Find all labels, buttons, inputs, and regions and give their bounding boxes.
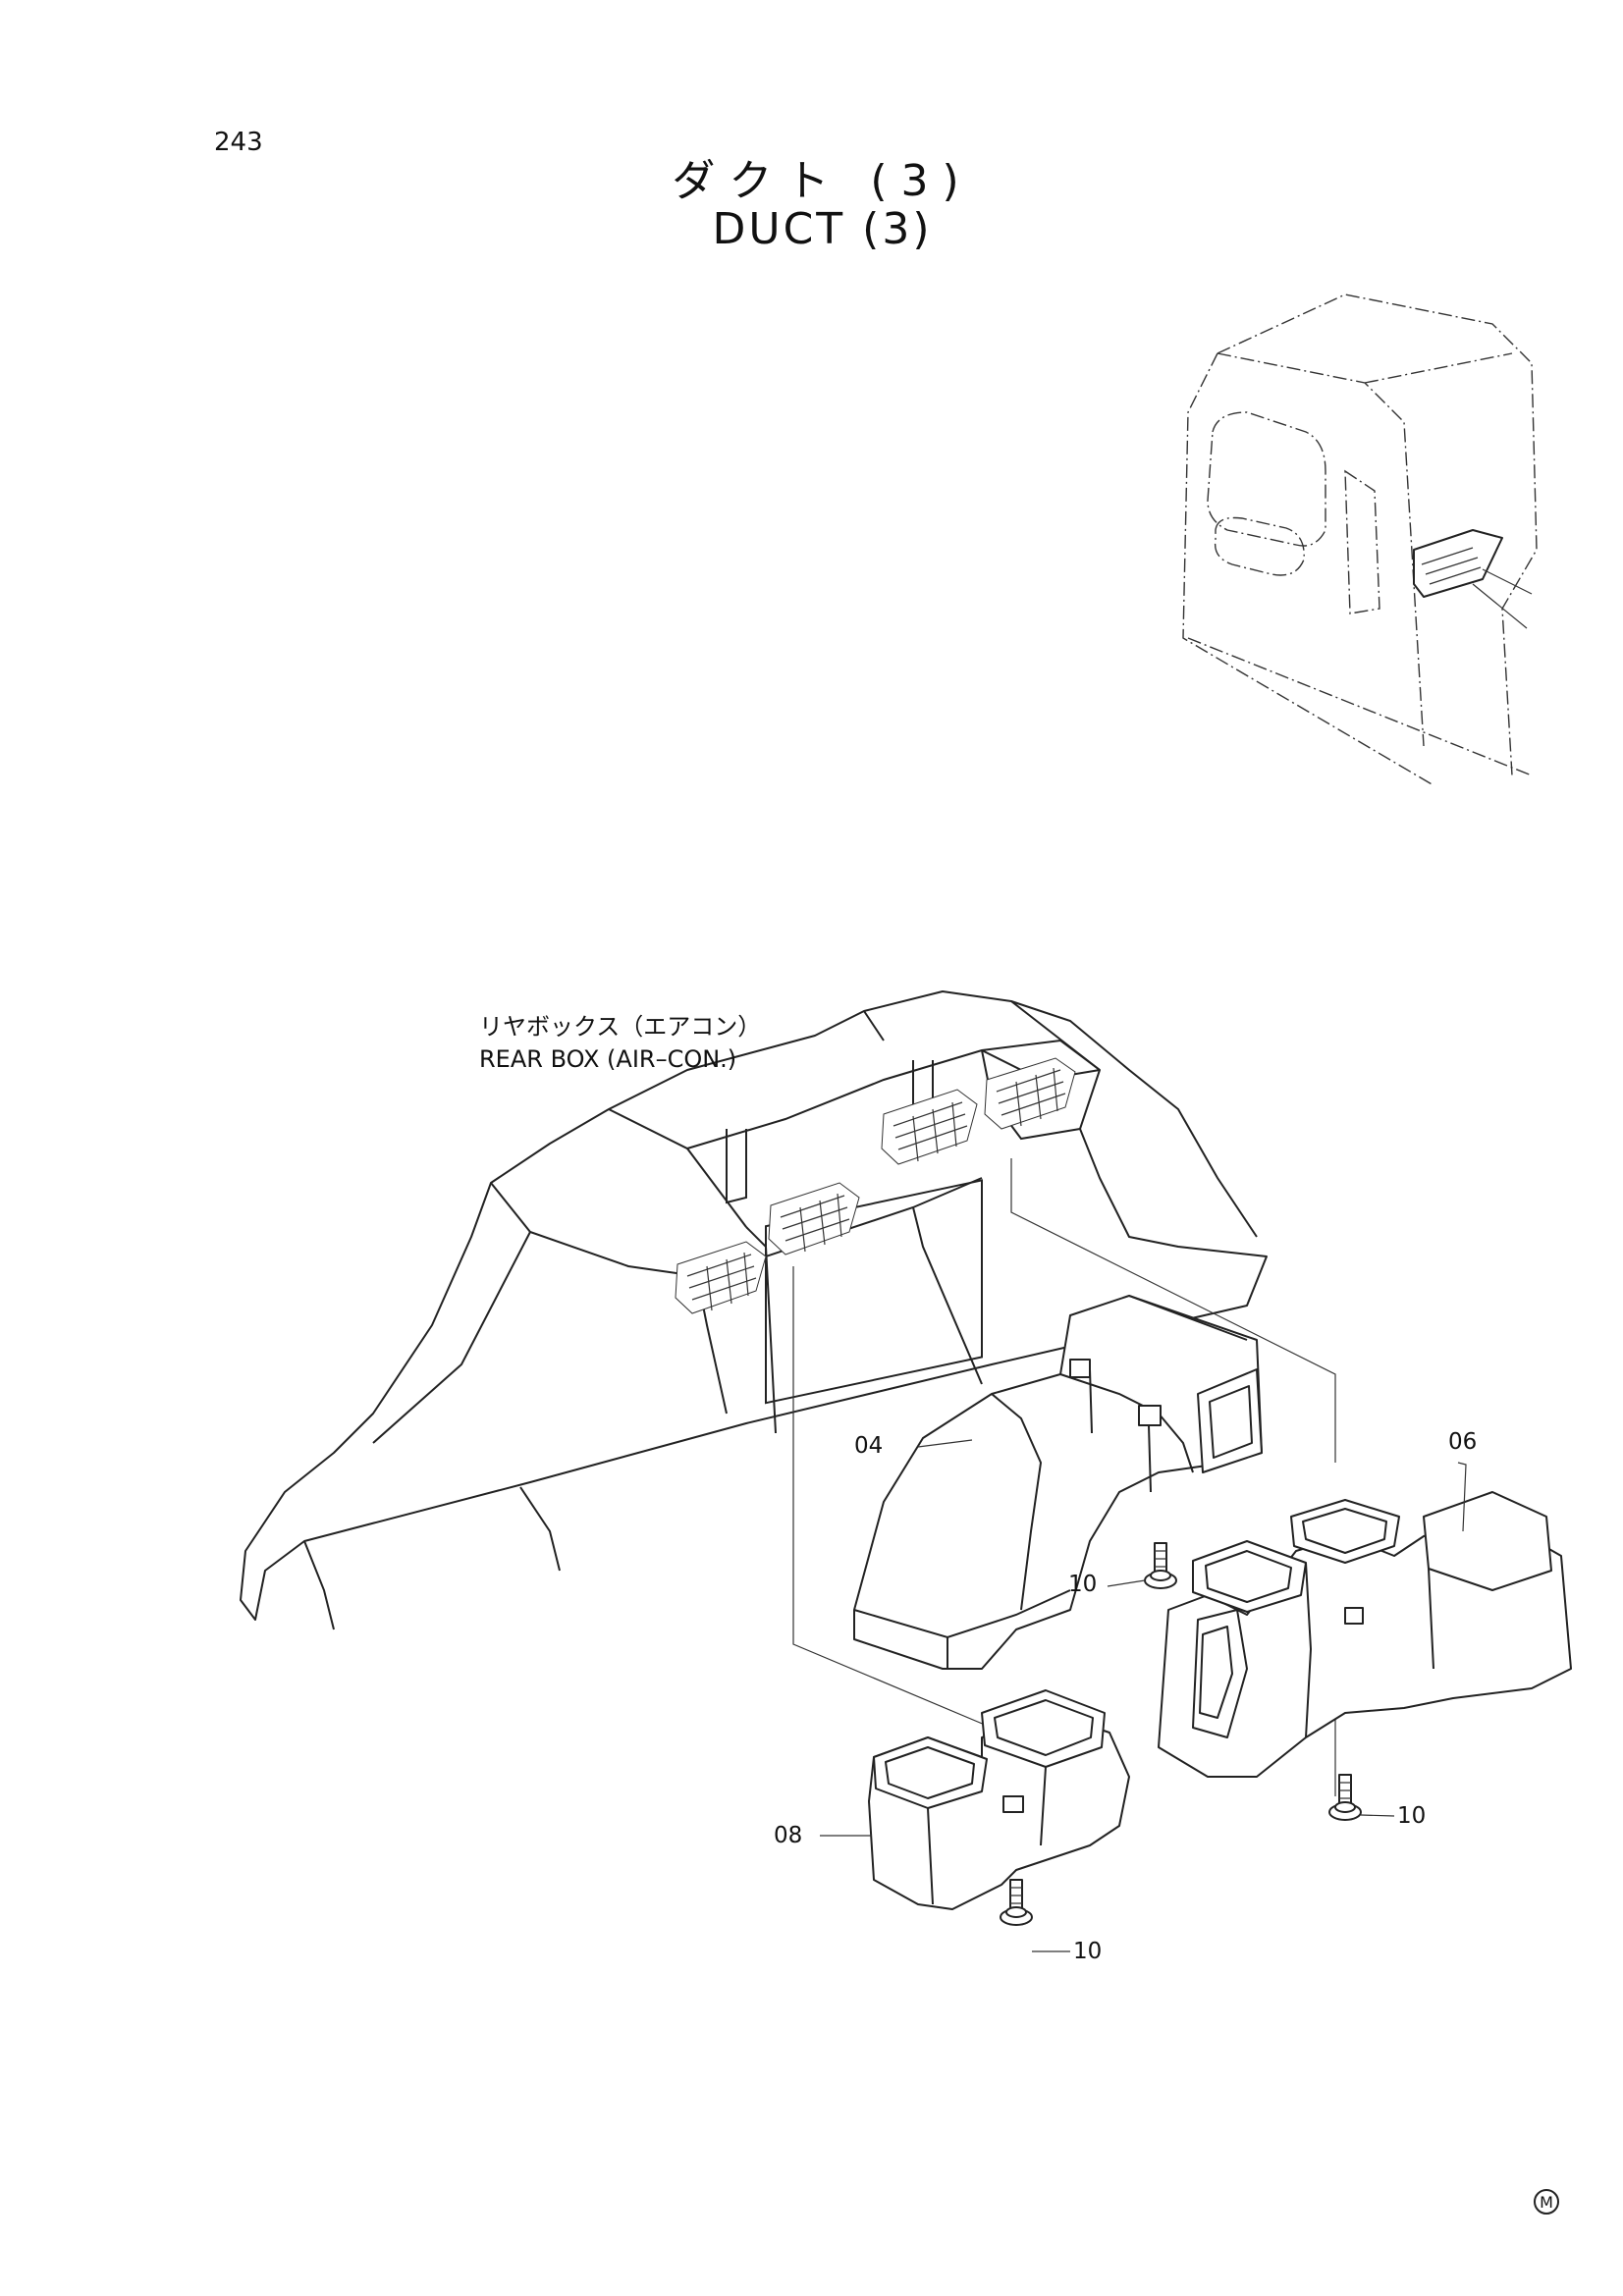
bolt-10-upper (1144, 1542, 1177, 1589)
rear-box-cover (240, 990, 1268, 1630)
grille-3 (881, 1089, 978, 1165)
page-number: 243 (214, 128, 263, 157)
callout-06: 06 (1448, 1429, 1478, 1455)
grille-4 (984, 1057, 1076, 1130)
title-japanese: ダクト (3) (672, 156, 973, 206)
duct-part-06 (1158, 1491, 1572, 1778)
callout-10-right: 10 (1397, 1803, 1427, 1829)
bolt-10-lower (1000, 1879, 1033, 1926)
callout-08: 08 (774, 1823, 803, 1848)
rear-box-label-japanese: リヤボックス（エアコン） (479, 1013, 762, 1041)
maker-mark: M (1534, 2189, 1559, 2215)
duct-part-04 (853, 1295, 1263, 1670)
cab-inset-illustration (1182, 294, 1538, 786)
callout-10-upper: 10 (1068, 1572, 1098, 1597)
callout-leaders (820, 1439, 1467, 1952)
grille-2 (768, 1182, 860, 1255)
title-english: DUCT (3) (712, 204, 933, 254)
duct-part-08 (868, 1689, 1130, 1910)
rear-box-grilles (675, 1057, 1076, 1314)
rear-box-label-english: REAR BOX (AIR–CON.) (479, 1045, 737, 1073)
callout-10-lower: 10 (1073, 1939, 1103, 1964)
grille-1 (675, 1241, 767, 1314)
inset-rear-box-highlight (1413, 529, 1533, 629)
callout-04: 04 (854, 1433, 884, 1459)
bolt-10-right (1328, 1774, 1362, 1821)
rear-box-label: リヤボックス（エアコン） REAR BOX (AIR–CON.) (479, 1011, 761, 1076)
